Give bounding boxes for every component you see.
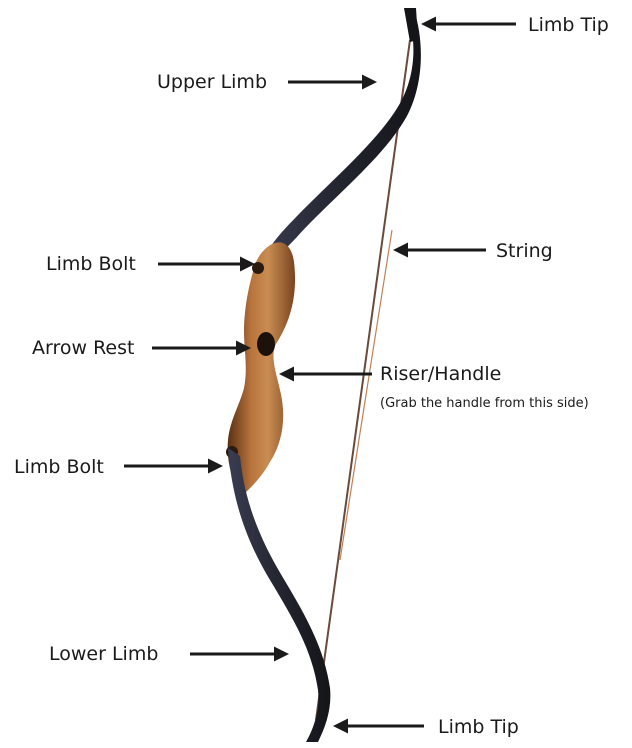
lower-limb-shape	[228, 448, 330, 742]
label-upper-limb: Upper Limb	[157, 71, 267, 93]
label-limb-tip-top: Limb Tip	[528, 14, 609, 36]
upper-limb-tip	[404, 8, 418, 42]
label-arrow-rest: Arrow Rest	[32, 337, 134, 359]
label-riser-handle: Riser/Handle	[380, 363, 501, 385]
upper-bolt	[252, 262, 264, 274]
label-lower-limb: Lower Limb	[49, 643, 158, 665]
arrow-rest-shelf	[257, 332, 275, 356]
label-limb-bolt-lower: Limb Bolt	[14, 456, 104, 478]
label-string: String	[496, 240, 553, 262]
label-riser-note: (Grab the handle from this side)	[380, 396, 589, 412]
string-highlight	[340, 230, 392, 560]
label-limb-tip-bottom: Limb Tip	[438, 716, 519, 738]
label-limb-bolt-upper: Limb Bolt	[46, 253, 136, 275]
